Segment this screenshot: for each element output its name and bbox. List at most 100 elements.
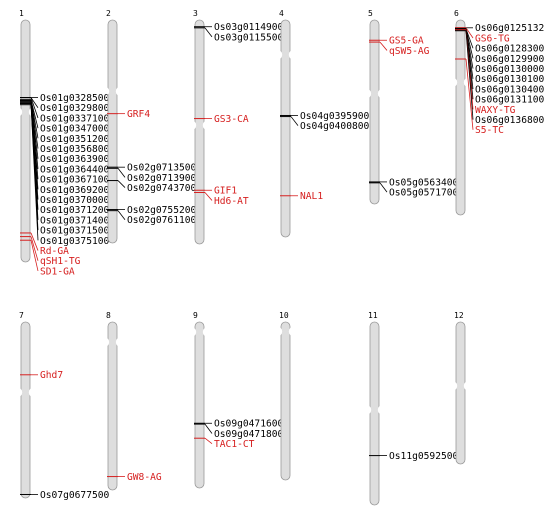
chromosome-10: 10	[279, 311, 291, 481]
qtl-marker: GRF4	[107, 109, 150, 120]
marker-label: Os09g0471800	[214, 429, 284, 440]
chromosome-number: 8	[106, 311, 111, 320]
centromere-left	[20, 107, 23, 116]
gene-marker: Os09g0471600	[194, 419, 284, 430]
marker-connector	[290, 116, 299, 126]
marker-connector	[204, 437, 213, 444]
marker-label: GW8-AG	[127, 472, 162, 483]
gene-marker: Os05g0571700	[369, 182, 459, 199]
marker-label: GS6-TG	[475, 33, 510, 44]
chromosome-body	[20, 321, 31, 499]
chromosome-number: 5	[368, 9, 373, 18]
marker-label: Os04g0400800	[300, 121, 370, 132]
marker-label: Os01g0328500	[40, 93, 110, 104]
chromosome-6: 6Os06g0125132GS6-TGOs06g0128300Os06g0129…	[454, 9, 545, 216]
marker-connector	[30, 232, 39, 251]
chromosome-number: 12	[454, 311, 464, 320]
marker-label: Os01g0371500	[40, 226, 110, 237]
marker-label: Rd-GA	[40, 246, 69, 257]
marker-label: Os07g0677500	[40, 490, 110, 501]
gene-marker: Os02g0761100	[107, 210, 197, 226]
qtl-marker: S5-TC	[455, 58, 504, 136]
marker-connector	[465, 27, 474, 39]
chromosome-number: 2	[106, 9, 111, 18]
marker-label: Os01g0351200	[40, 134, 110, 145]
marker-label: Os01g0369200	[40, 185, 110, 196]
marker-label: Ghd7	[40, 370, 63, 381]
chromosome-1: 1Os01g0328500Os01g0329800Os01g0337100Os0…	[19, 9, 110, 277]
gene-marker: Os07g0677500	[20, 490, 110, 501]
marker-label: GRF4	[127, 109, 150, 120]
centromere-right	[115, 87, 118, 96]
marker-connector	[30, 240, 39, 272]
centromere-right	[377, 89, 380, 98]
chromosome-body	[280, 19, 291, 238]
gene-marker: Os01g0337100	[20, 97, 110, 124]
qtl-marker: Ghd7	[20, 370, 63, 381]
marker-label: Os01g0371400	[40, 215, 110, 226]
centromere-left	[194, 121, 197, 130]
chromosome-number: 1	[19, 9, 24, 18]
centromere-left	[455, 381, 458, 390]
gene-marker: Os04g0395900	[280, 111, 370, 122]
marker-connector	[379, 41, 388, 51]
marker-label: GS3-CA	[214, 114, 249, 125]
centromere-right	[288, 50, 291, 59]
marker-label: Os03g0115500	[214, 32, 284, 43]
gene-marker: Os05g0563400	[369, 177, 459, 188]
qtl-marker: GIF1	[194, 186, 237, 197]
chromosome-body	[194, 321, 205, 489]
centromere-right	[28, 107, 31, 116]
chromosome-body	[369, 19, 380, 205]
centromere-right	[202, 327, 205, 336]
marker-connector	[30, 236, 39, 261]
chromosome-body	[20, 19, 31, 263]
marker-label: Hd6-AT	[214, 196, 249, 207]
marker-label: Os06g0131100	[475, 95, 545, 106]
marker-label: Os01g0367100	[40, 175, 110, 186]
chromosome-body	[194, 19, 205, 245]
marker-label: Os04g0395900	[300, 111, 370, 122]
marker-label: qSH1-TG	[40, 256, 81, 267]
chromosome-body	[280, 321, 291, 481]
centromere-left	[369, 89, 372, 98]
qtl-marker: GW8-AG	[107, 472, 162, 483]
chromosome-body	[107, 19, 118, 244]
marker-label: Os05g0571700	[389, 188, 459, 199]
marker-connector	[204, 27, 213, 38]
chromosome-number: 6	[454, 9, 459, 18]
qtl-marker: GS6-TG	[455, 27, 510, 44]
gene-marker: Os02g0743700	[107, 180, 197, 194]
chromosome-3: 3Os03g0114900Os03g0115500GS3-CAGIF1Hd6-A…	[193, 9, 284, 245]
centromere-left	[194, 327, 197, 336]
marker-connector	[117, 180, 126, 188]
chromosome-number: 10	[279, 311, 289, 320]
centromere-right	[28, 388, 31, 397]
gene-marker: Os02g0713900	[107, 167, 197, 184]
marker-label: NAL1	[300, 191, 323, 202]
marker-label: GS5-GA	[389, 36, 424, 47]
marker-label: Os01g0363900	[40, 154, 110, 165]
marker-connector	[465, 58, 474, 130]
marker-label: qSW5-AG	[389, 46, 430, 57]
marker-label: Os09g0471600	[214, 419, 284, 430]
qtl-marker: Rd-GA	[20, 232, 69, 257]
chromosome-12: 12	[454, 311, 466, 465]
marker-connector	[379, 182, 388, 193]
chromosome-number: 3	[193, 9, 198, 18]
chromosome-body	[455, 321, 466, 465]
qtl-marker: qSH1-TG	[20, 236, 81, 267]
marker-label: Os02g0743700	[127, 183, 197, 194]
marker-label: Os01g0371200	[40, 205, 110, 216]
centromere-left	[280, 50, 283, 59]
marker-label: Os06g0130000	[475, 64, 545, 75]
centromere-left	[20, 388, 23, 397]
marker-label: Os06g0125132	[475, 23, 544, 34]
marker-label: Os01g0356800	[40, 144, 110, 155]
gene-marker: Os02g0713500	[107, 163, 197, 174]
